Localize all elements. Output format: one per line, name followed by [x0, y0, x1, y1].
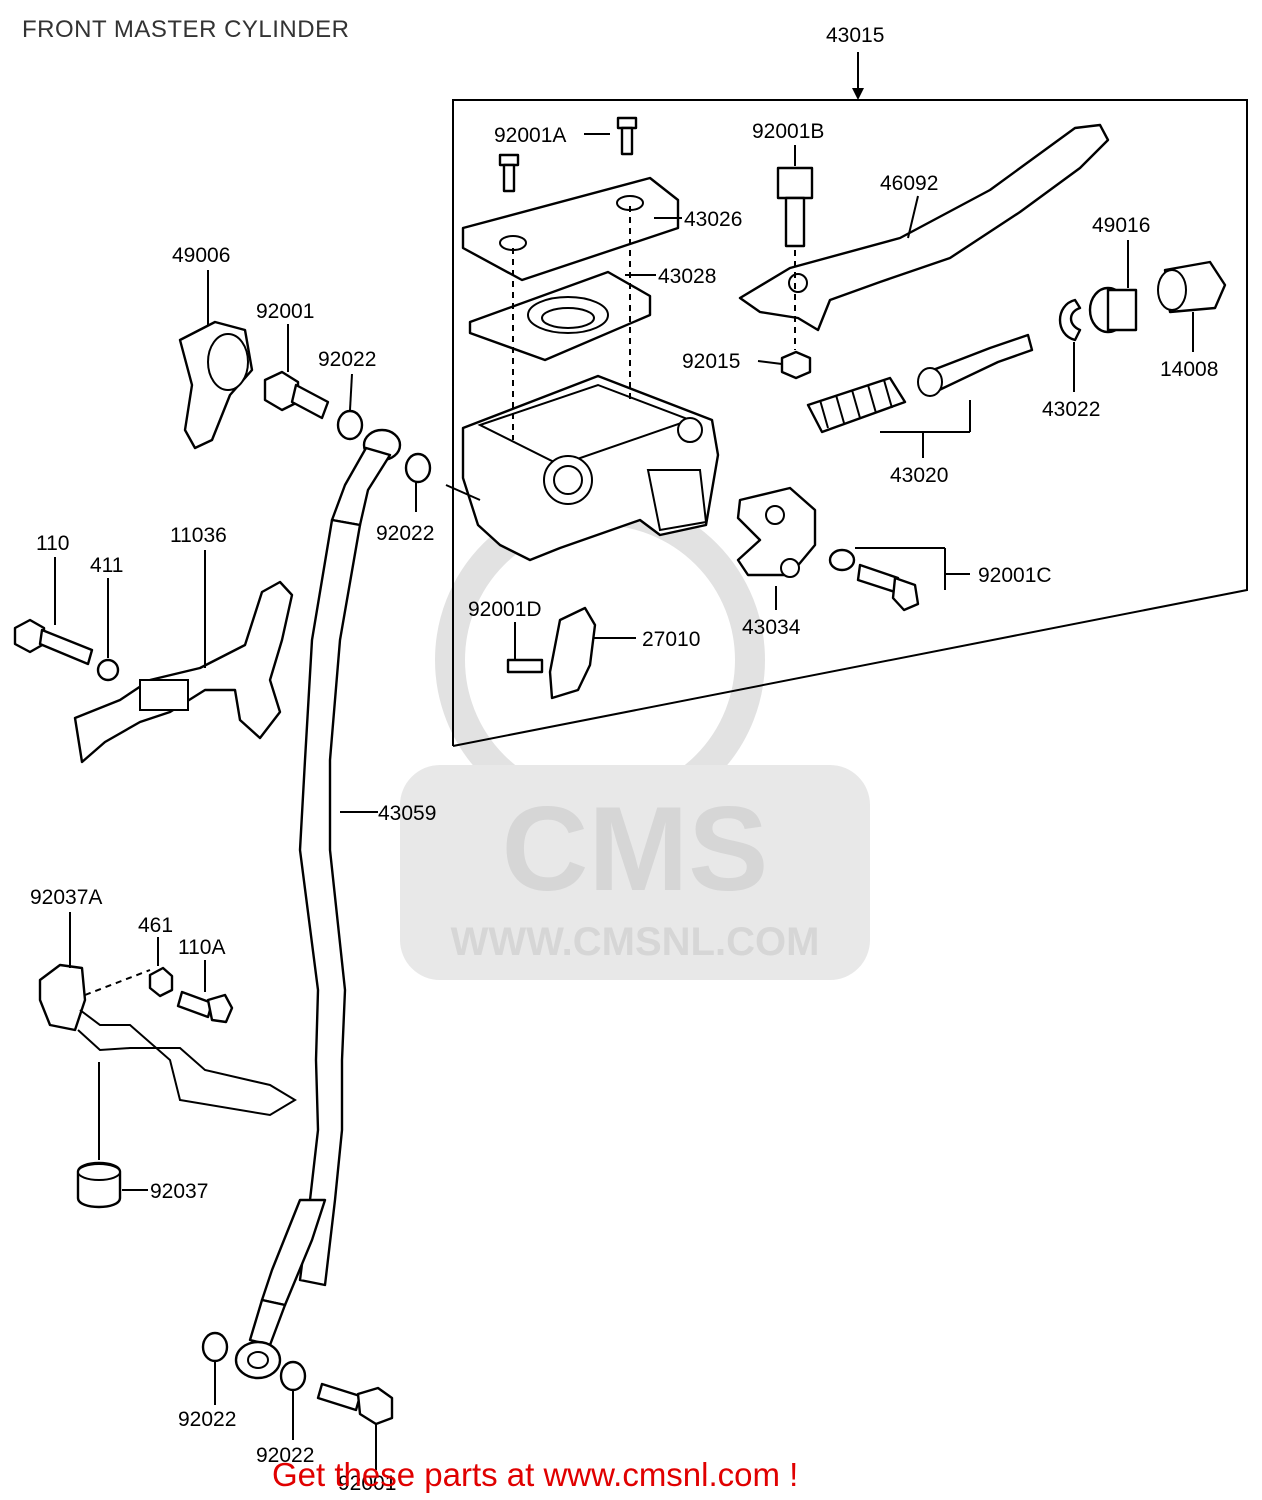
- part-label-11036: 11036: [170, 524, 227, 547]
- part-label-43026: 43026: [684, 208, 742, 231]
- part-label-43022: 43022: [1042, 398, 1100, 421]
- part-label-43028: 43028: [658, 265, 716, 288]
- diaphragm-part: [468, 270, 652, 362]
- boot-and-cap-part: [1058, 260, 1227, 342]
- part-label-49016: 49016: [1092, 214, 1150, 237]
- clamp-bolt-part: [828, 548, 920, 612]
- banjo-bolt-top-part: [263, 370, 432, 484]
- part-label-92037a: 92037A: [30, 886, 102, 909]
- part-label-411: 411: [90, 554, 123, 577]
- part-label-110: 110: [36, 532, 69, 555]
- part-label-27010: 27010: [642, 628, 700, 651]
- part-label-92001-bottom: 92001: [338, 1472, 396, 1495]
- hose-bracket-part: [13, 580, 294, 764]
- part-label-92022-mid: 92022: [376, 522, 434, 545]
- brake-lever-part: [738, 123, 1110, 332]
- reservoir-cap-part: [461, 176, 680, 282]
- part-label-43020: 43020: [890, 464, 948, 487]
- part-label-92001d: 92001D: [468, 598, 542, 621]
- clamp-part: [736, 486, 817, 578]
- part-label-110a: 110A: [178, 936, 226, 959]
- part-label-92022-top: 92022: [318, 348, 376, 371]
- nut-part: [780, 350, 812, 380]
- banjo-cap-part: [178, 320, 254, 450]
- master-cylinder-body-part: [461, 206, 720, 562]
- watermark-logo: CMS: [502, 782, 769, 916]
- part-label-43015: 43015: [826, 24, 884, 47]
- brake-switch-part: [506, 606, 597, 700]
- part-label-43034: 43034: [742, 616, 801, 639]
- brake-hose-part: [234, 428, 402, 1380]
- watermark: CMS WWW.CMSNL.COM: [400, 495, 870, 980]
- pivot-bolt-part: [776, 166, 814, 350]
- part-label-92001b: 92001B: [752, 120, 824, 143]
- part-labels: 43015 92001A 92001B 46092 43026 43028 49…: [30, 24, 1218, 1495]
- part-label-14008: 14008: [1160, 358, 1218, 381]
- part-label-92037: 92037: [150, 1180, 208, 1203]
- grommet-part: [76, 1062, 122, 1209]
- part-label-461: 461: [138, 914, 173, 937]
- part-label-92015: 92015: [682, 350, 740, 373]
- leader-lines: [54, 133, 1194, 1470]
- part-label-43059: 43059: [378, 802, 436, 825]
- hose-guide-part: [38, 963, 297, 1117]
- part-label-92022-bottom: 92022: [256, 1444, 314, 1467]
- piston-spring-part: [806, 333, 1034, 458]
- page-title: FRONT MASTER CYLINDER: [22, 16, 350, 43]
- part-label-92022-bottom-left: 92022: [178, 1408, 236, 1431]
- assembly-box: [452, 52, 1248, 747]
- part-label-49006: 49006: [172, 244, 230, 267]
- watermark-url: WWW.CMSNL.COM: [451, 920, 820, 964]
- footer-link[interactable]: Get these parts at www.cmsnl.com !: [272, 1456, 799, 1493]
- part-label-46092: 46092: [880, 172, 938, 195]
- part-label-92001c: 92001C: [978, 564, 1052, 587]
- cover-screws-part: [498, 116, 638, 193]
- part-label-92001: 92001: [256, 300, 314, 323]
- watermark-badge: [400, 765, 870, 980]
- part-label-92001a: 92001A: [494, 124, 566, 147]
